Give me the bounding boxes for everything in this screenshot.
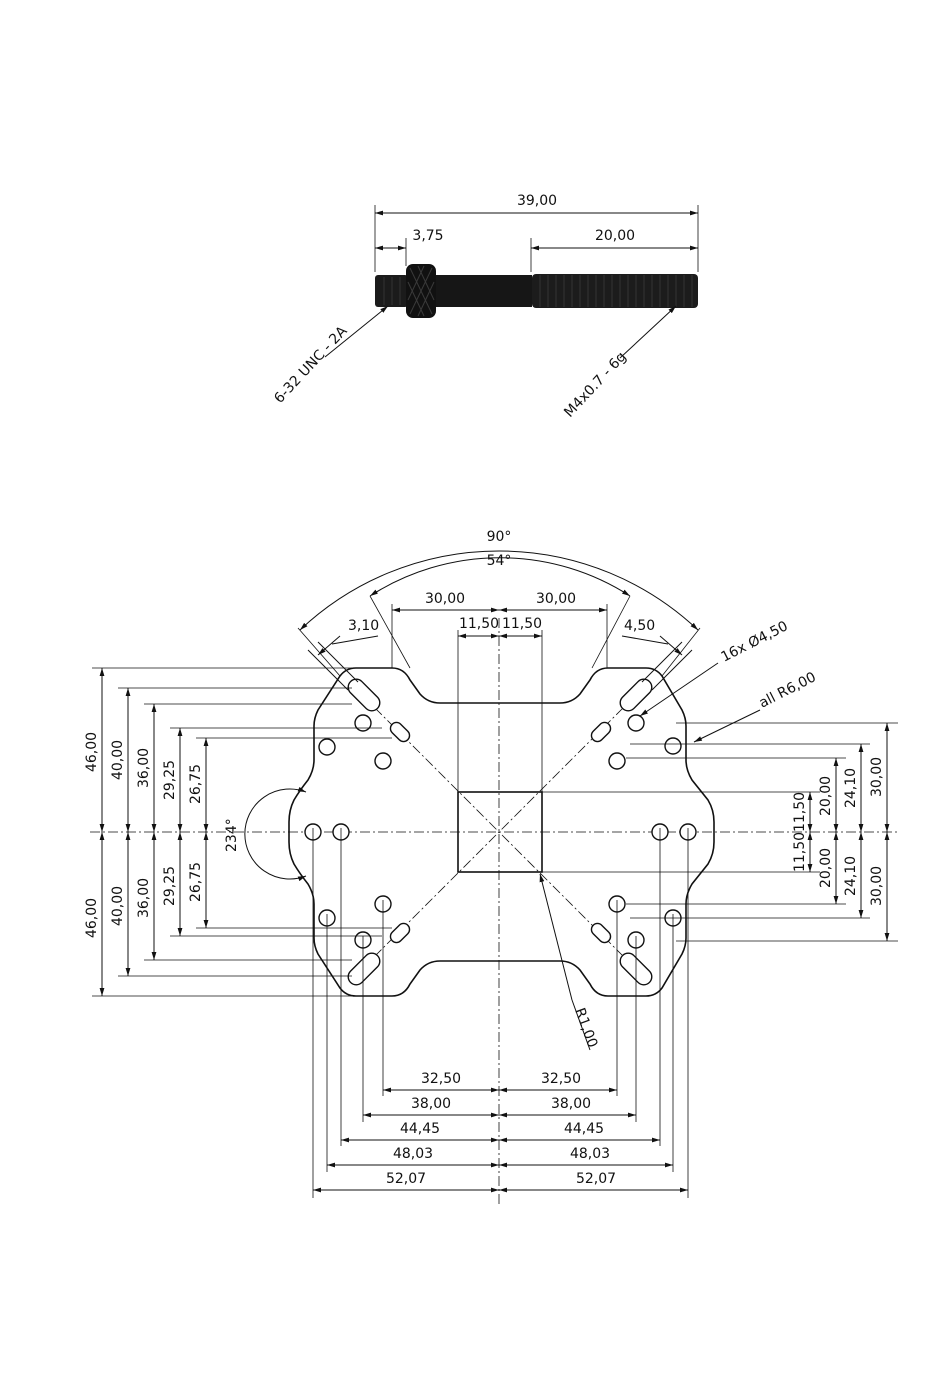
dim-right-upper-24: 24,10 [843,768,859,808]
angle-outer: 90° [487,529,512,545]
dim-left-upper-26: 26,75 [188,764,204,804]
hole [628,715,644,731]
dim-bottom-left-52: 52,07 [386,1171,426,1187]
screw-right-thread [532,274,698,308]
dim-left-upper-29: 29,25 [162,760,178,800]
plate-view: 90° 54° 30,00 30,00 11,50 11,50 3,10 4,5… [84,529,900,1205]
dim-left-lower-40: 40,00 [110,886,126,926]
slot-bottom-left-large [345,950,383,988]
callout-radius-all: all R6,00 [757,669,819,711]
dim-bottom-right-32: 32,50 [541,1071,581,1087]
dim-top-left-30: 30,00 [425,591,465,607]
dim-right-upper-30: 30,00 [869,757,885,797]
dim-bottom-left-48: 48,03 [393,1146,433,1162]
slot-top-right-large [617,676,655,714]
slot-top-right-small [589,720,613,744]
dim-slot-small-left: 3,10 [348,618,379,634]
dim-top-left-11: 11,50 [459,616,499,632]
hole [319,739,335,755]
dim-head: 3,75 [412,228,443,244]
dim-left-lower-29: 29,25 [162,866,178,906]
dim-bottom-left-32: 32,50 [421,1071,461,1087]
dim-right-lower-24: 24,10 [843,856,859,896]
slot-top-left-small [388,720,412,744]
callout-right-thread: M4x0.7 - 6g [561,349,630,421]
dim-bottom-right-52: 52,07 [576,1171,616,1187]
hole [355,715,371,731]
slot-bottom-left-small [388,921,412,945]
dim-left-upper-46: 46,00 [84,732,100,772]
dim-left-lower-36: 36,00 [136,878,152,918]
dim-bottom-left-38: 38,00 [411,1096,451,1112]
screw-shank [436,275,532,307]
dim-right-upper-11: 11,50 [792,792,808,832]
hole [375,753,391,769]
dim-bottom-right-38: 38,00 [551,1096,591,1112]
callout-radius-center: R1,00 [571,1006,600,1050]
slot-top-left-large [345,676,383,714]
angle-notch: 234° [224,818,240,852]
callout-left-thread: 6-32 UNC - 2A [271,323,351,407]
slot-bottom-right-small [589,921,613,945]
dim-thread: 20,00 [595,228,635,244]
hole [609,753,625,769]
hole-group [305,715,696,948]
dim-bottom-right-48: 48,03 [570,1146,610,1162]
dim-overall: 39,00 [517,193,557,209]
dim-bottom-right-44: 44,45 [564,1121,604,1137]
dim-right-lower-30: 30,00 [869,866,885,906]
leader-right-thread [620,306,676,358]
dim-left-upper-36: 36,00 [136,748,152,788]
screw-view: 39,00 3,75 20,00 6-32 [271,193,698,421]
dim-slot-small-right: 4,50 [624,618,655,634]
dim-left-lower-46: 46,00 [84,898,100,938]
dim-top-right-11: 11,50 [502,616,542,632]
hole [665,738,681,754]
dim-right-lower-11: 11,50 [792,832,808,872]
dim-right-lower-20: 20,00 [818,848,834,888]
dim-left-lower-26: 26,75 [188,862,204,902]
dim-left-upper-40: 40,00 [110,740,126,780]
callout-holes: 16x Ø4,50 [719,618,791,665]
dim-bottom-left-44: 44,45 [400,1121,440,1137]
angle-inner: 54° [487,553,512,569]
leader-radius-center [540,874,572,1000]
dim-right-upper-20: 20,00 [818,776,834,816]
dim-top-right-30: 30,00 [536,591,576,607]
leader-radius-all [694,710,760,742]
angle-arc-notch [245,789,306,879]
